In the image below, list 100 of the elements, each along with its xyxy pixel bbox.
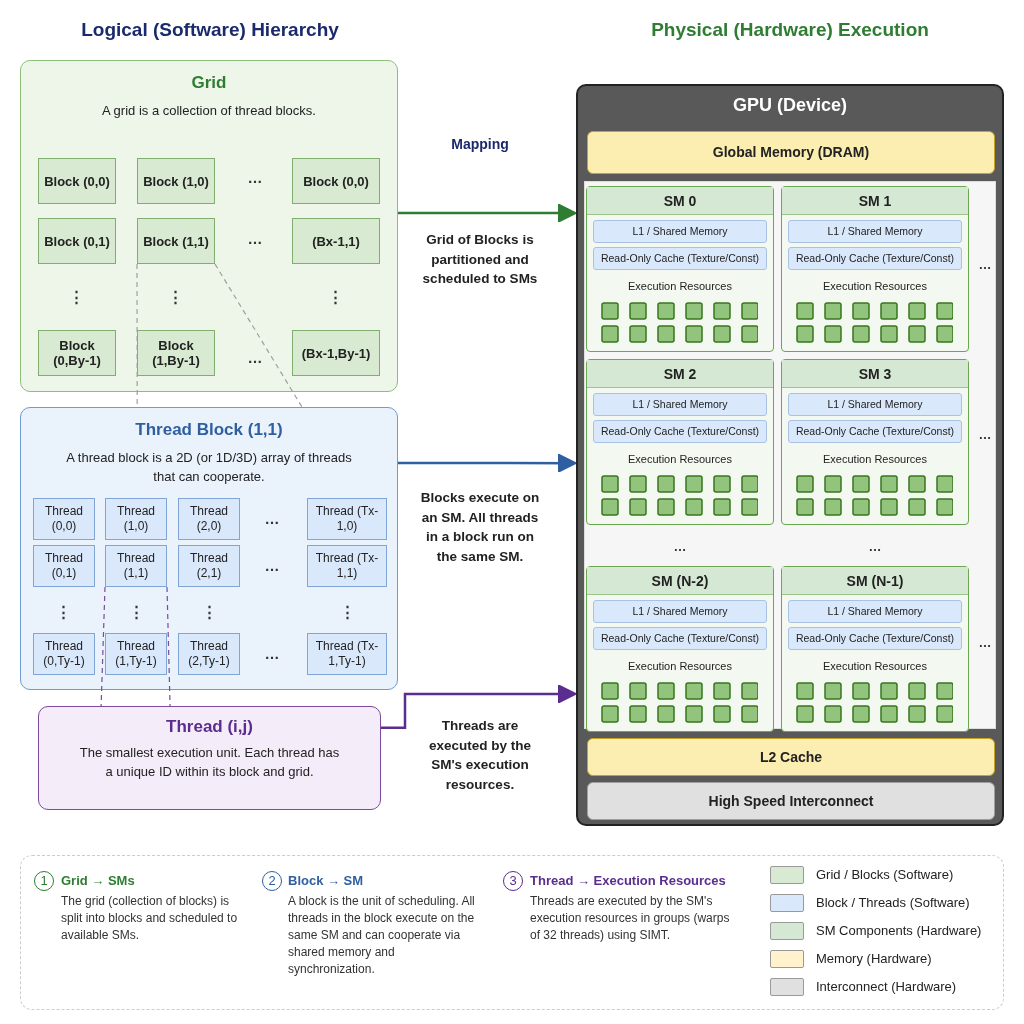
thread-box: Thread (0,0): [33, 498, 95, 540]
ellipsis: …: [246, 350, 264, 366]
arrow: [381, 684, 577, 730]
section-label: Execution Resources: [822, 659, 928, 674]
block-box: Block (0,0): [38, 158, 116, 204]
section-label: Execution Resources: [822, 279, 928, 294]
section-label: Execution Resources: [627, 659, 733, 674]
cache-bar: L1 / Shared Memory: [593, 600, 767, 623]
block-box: Block (0,By-1): [38, 330, 116, 376]
grid-panel: [20, 60, 398, 392]
thread-box: Thread (0,1): [33, 545, 95, 587]
panel-title: Thread (i,j): [165, 717, 254, 737]
sm-panel: [781, 566, 969, 732]
sm-panel: [781, 359, 969, 525]
block-box: Block (1,1): [137, 218, 215, 264]
cache-bar: Read-Only Cache (Texture/Const): [593, 247, 767, 270]
ellipsis: ⋮: [166, 287, 184, 307]
cache-bar: Read-Only Cache (Texture/Const): [788, 627, 962, 650]
arrow: [398, 203, 577, 223]
interconnect-bar: High Speed Interconnect: [587, 782, 995, 820]
guide-line: [166, 586, 171, 707]
memory-bar: L2 Cache: [587, 738, 995, 776]
memory-bar: Global Memory (DRAM): [587, 131, 995, 174]
panel-description: A thread block is a 2D (or 1D/3D) array of threads that can cooperate.: [65, 449, 353, 486]
thread-box: Thread (Tx-1,1): [307, 545, 387, 587]
ellipsis: ⋮: [54, 602, 72, 622]
sm-header: SM 1: [782, 187, 968, 215]
ellipsis: …: [246, 170, 264, 186]
cache-bar: L1 / Shared Memory: [788, 220, 962, 243]
legend-label: Memory (Hardware): [816, 951, 932, 966]
guide-line: [100, 586, 106, 707]
guide-line: [214, 263, 303, 408]
ellipsis: ⋮: [200, 602, 218, 622]
panel-description: A grid is a collection of thread blocks.: [101, 102, 317, 120]
cache-bar: L1 / Shared Memory: [788, 393, 962, 416]
section-title: Physical (Hardware) Execution: [650, 20, 930, 40]
cache-bar: L1 / Shared Memory: [788, 600, 962, 623]
thread-block-panel: [20, 407, 398, 690]
legend-label: Block / Threads (Software): [816, 895, 970, 910]
thread-box: Thread (1,Ty-1): [105, 633, 167, 675]
thread-box: Thread (1,0): [105, 498, 167, 540]
ellipsis: ⋮: [326, 287, 344, 307]
section-label: Execution Resources: [627, 279, 733, 294]
sm-header: SM (N-2): [587, 567, 773, 595]
thread-box: Thread (Tx-1,Ty-1): [307, 633, 387, 675]
panel-description: The smallest execution unit. Each thread has a unique ID within its block and grid.: [79, 744, 340, 781]
sm-panel: [781, 186, 969, 352]
cache-bar: L1 / Shared Memory: [593, 220, 767, 243]
note-text: The grid (collection of blocks) is split into blocks and scheduled to available SMs.: [61, 893, 239, 944]
legend-label: Interconnect (Hardware): [816, 979, 957, 994]
legend-label: Grid / Blocks (Software): [816, 867, 954, 882]
arrow: [398, 453, 577, 473]
note-heading: Block → SM: [288, 872, 365, 890]
thread-box: Thread (2,1): [178, 545, 240, 587]
block-box: (Bx-1,By-1): [292, 330, 380, 376]
block-box: Block (1,0): [137, 158, 215, 204]
sm-header: SM 2: [587, 360, 773, 388]
ellipsis: …: [977, 258, 993, 272]
mapping-heading: Mapping: [450, 136, 510, 152]
panel-title: GPU (Device): [731, 95, 848, 116]
cache-bar: Read-Only Cache (Texture/Const): [788, 420, 962, 443]
ellipsis: …: [867, 540, 883, 554]
ellipsis: …: [672, 540, 688, 554]
section-title: Logical (Software) Hierarchy: [80, 20, 340, 40]
block-box: Block (0,0): [292, 158, 380, 204]
ellipsis: …: [246, 231, 264, 247]
sm-header: SM (N-1): [782, 567, 968, 595]
thread-box: Thread (0,Ty-1): [33, 633, 95, 675]
sm-panel: [586, 186, 774, 352]
section-label: Execution Resources: [627, 452, 733, 467]
gpu-panel: [576, 84, 1004, 826]
note-heading: Grid → SMs: [61, 872, 136, 890]
sm-header: SM 0: [587, 187, 773, 215]
cache-bar: Read-Only Cache (Texture/Const): [788, 247, 962, 270]
sm-panel: [586, 359, 774, 525]
ellipsis: ⋮: [67, 287, 85, 307]
notes-frame: [20, 855, 1004, 1010]
block-box: Block (0,1): [38, 218, 116, 264]
ellipsis: …: [263, 558, 281, 574]
cache-bar: Read-Only Cache (Texture/Const): [593, 627, 767, 650]
ellipsis: …: [263, 646, 281, 662]
section-label: Execution Resources: [822, 452, 928, 467]
block-box: (Bx-1,1): [292, 218, 380, 264]
thread-box: Thread (2,Ty-1): [178, 633, 240, 675]
sm-header: SM 3: [782, 360, 968, 388]
panel-title: Grid: [190, 73, 228, 93]
note-text: A block is the unit of scheduling. All threads in the block execute on the same SM and can cooperate via shared memory and synchronization.: [288, 893, 476, 978]
note-text: Threads are executed by the SM's execution resources in groups (warps of 32 threads) using SIMT.: [530, 893, 730, 944]
ellipsis: …: [263, 511, 281, 527]
cache-bar: L1 / Shared Memory: [593, 393, 767, 416]
legend-label: SM Components (Hardware): [816, 923, 982, 938]
thread-box: Thread (2,0): [178, 498, 240, 540]
sm-panel: [586, 566, 774, 732]
thread-panel: [38, 706, 381, 810]
note-heading: Thread → Execution Resources: [530, 872, 727, 890]
block-box: Block (1,By-1): [137, 330, 215, 376]
ellipsis: …: [977, 636, 993, 650]
ellipsis: ⋮: [338, 602, 356, 622]
ellipsis: ⋮: [127, 602, 145, 622]
panel-title: Thread Block (1,1): [134, 420, 284, 440]
